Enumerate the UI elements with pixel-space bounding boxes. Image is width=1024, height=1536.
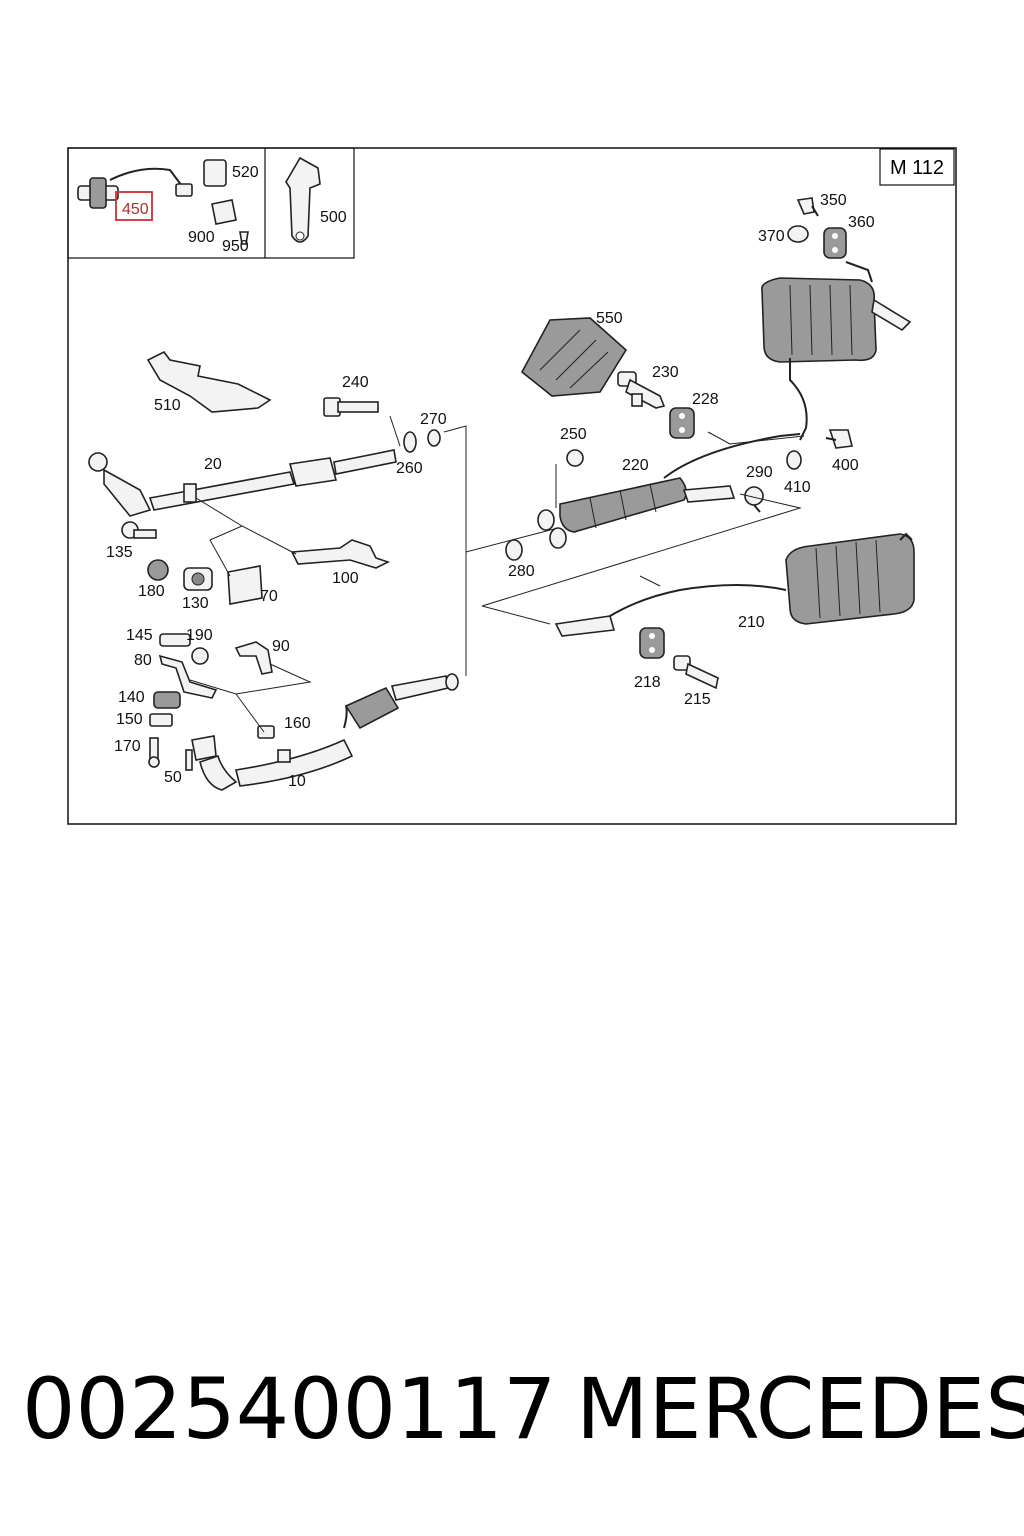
clamp-290 [744,486,764,513]
clip-150 [149,713,173,727]
label-270: 270 [420,411,447,428]
label-180: 180 [138,583,165,600]
bolt-350 [796,197,819,217]
footer: 0025400117 MERCEDES [0,1360,1024,1470]
label-150: 150 [116,711,143,728]
label-220: 220 [622,457,649,474]
label-50: 50 [164,769,182,786]
clamp-400 [825,429,853,449]
rear-muffler-lower-210 [554,532,915,637]
part-number: 0025400117 [22,1360,557,1458]
label-240: 240 [342,374,369,391]
label-520: 520 [232,164,259,181]
label-250: 250 [560,426,587,443]
label-510: 510 [154,397,181,414]
label-360: 360 [848,214,875,231]
ring-270 [427,429,441,447]
mount-140 [153,691,181,709]
front-pipe-10 [191,673,459,791]
hanger-218 [639,627,665,659]
oxygen-sensor-450 [77,159,249,245]
bracket-90 [234,641,273,675]
label-350: 350 [820,192,847,209]
label-160: 160 [284,715,311,732]
grommet-370 [787,225,809,243]
label-145: 145 [126,627,153,644]
label-135: 135 [106,544,133,561]
heat-shield-550 [520,317,628,397]
label-550: 550 [596,310,623,327]
bracket-510 [146,350,272,413]
nut-250 [566,449,584,467]
label-950: 950 [222,238,249,255]
bolt-240 [323,397,379,417]
label-70: 70 [260,588,278,605]
nut-410 [786,450,802,470]
label-215: 215 [684,691,711,708]
highlight-box-450 [115,191,153,221]
hanger-360 [823,227,847,259]
label-370: 370 [758,228,785,245]
bolt-135 [121,521,157,539]
label-170: 170 [114,738,141,755]
bracket-500 [285,156,321,243]
inset-box [67,147,355,259]
bracket-70 [227,565,263,605]
label-130: 130 [182,595,209,612]
label-90: 90 [272,638,290,655]
label-228: 228 [692,391,719,408]
label-280: 280 [508,563,535,580]
exhaust-system-diagram: M 112 450 520 900 950 500 350 360 370 [67,147,957,825]
gasket-260 [403,431,417,453]
engine-code-box [879,148,955,186]
brand-name: MERCEDES [576,1360,1024,1458]
bracket-100 [290,539,391,569]
leader-lines [189,415,805,733]
label-450: 450 [122,201,149,218]
clamp-230 [617,371,666,409]
label-500: 500 [320,209,347,226]
label-210: 210 [738,614,765,631]
label-140: 140 [118,689,145,706]
diagram-frame [67,147,957,825]
label-20: 20 [204,456,222,473]
hanger-228 [669,407,695,439]
bracket-80 [158,654,218,699]
label-10: 10 [288,773,306,790]
mount-130 [183,567,213,591]
label-260: 260 [396,460,423,477]
label-410: 410 [784,479,811,496]
nut-180 [147,559,169,581]
label-100: 100 [332,570,359,587]
front-pipe-20 [88,449,397,517]
bolt-170 [148,737,160,768]
label-290: 290 [746,464,773,481]
ring-280 [505,539,523,561]
label-218: 218 [634,674,661,691]
nut-190 [191,647,209,665]
rear-muffler-upper [761,261,912,441]
label-400: 400 [832,457,859,474]
label-900: 900 [188,229,215,246]
label-80: 80 [134,652,152,669]
engine-code: M 112 [890,157,944,179]
label-190: 190 [186,627,213,644]
label-230: 230 [652,364,679,381]
clamp-215 [673,655,719,690]
bolt-50 [185,749,193,771]
middle-muffler-220 [537,433,801,549]
gasket-145 [159,633,191,647]
